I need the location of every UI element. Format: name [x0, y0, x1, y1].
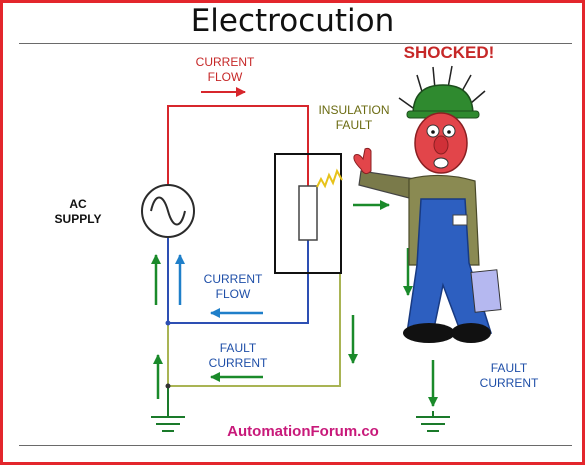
label-line: FLOW [215, 287, 251, 301]
live-wire [167, 105, 309, 186]
circuit-diagram [141, 65, 502, 432]
fault-current-label: FAULT CURRENT [191, 341, 285, 371]
fault-current-wire [167, 273, 341, 387]
sine-wave-icon [150, 196, 186, 226]
shocked-person-illustration [353, 65, 502, 343]
heating-element [298, 185, 318, 241]
label-line: CURRENT [208, 356, 268, 370]
label-line: FLOW [207, 70, 243, 84]
appliance-enclosure [274, 153, 342, 274]
shocked-label: SHOCKED! [403, 43, 495, 62]
junction-dot [165, 383, 171, 389]
label-line: CURRENT [203, 272, 263, 286]
fault-spark-icon [316, 168, 343, 189]
return-current-flow-label: CURRENT FLOW [189, 272, 277, 302]
insulation-fault-label: INSULATION FAULT [303, 103, 405, 133]
ground-symbol-icon [416, 411, 450, 432]
title-rule [19, 43, 572, 44]
watermark-text: AutomationForum.co [227, 423, 379, 440]
page-title: Electrocution [190, 3, 395, 39]
label-line: FAULT [219, 341, 257, 355]
label-line: SUPPLY [54, 212, 102, 226]
label-line: AC [69, 197, 87, 211]
current-flow-label: CURRENT FLOW [175, 55, 275, 85]
label-line: FAULT [335, 118, 373, 132]
body-fault-current-label: FAULT CURRENT [459, 361, 559, 391]
ground-symbol-icon [151, 386, 185, 432]
label-line: CURRENT [195, 55, 255, 69]
junction-dot [165, 320, 171, 326]
label-line: CURRENT [479, 376, 539, 390]
footer-rule [19, 445, 572, 446]
neutral-wire [167, 238, 309, 324]
ac-supply-label: AC SUPPLY [43, 197, 113, 227]
label-line: FAULT [490, 361, 528, 375]
label-line: INSULATION [318, 103, 390, 117]
